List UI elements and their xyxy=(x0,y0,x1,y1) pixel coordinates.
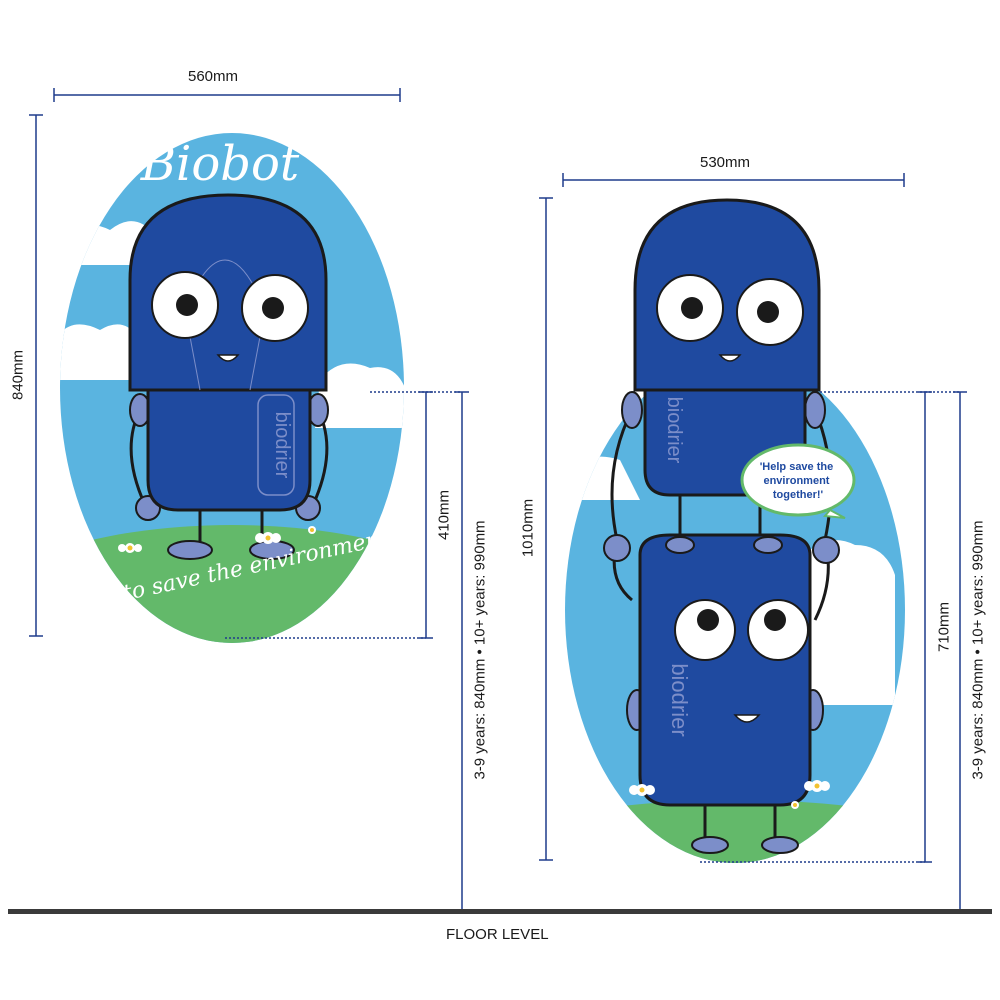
svg-text:'Help save the envir: 'Help save the environment together!' xyxy=(760,461,837,501)
upper-robot-body-text: biodrier xyxy=(663,397,685,464)
left-robot-body-text: biodrier xyxy=(271,412,293,479)
right-height-label: 1010mm xyxy=(519,498,537,558)
speech-bubble: 'Help save the environment together!' xyxy=(740,443,856,519)
upper-robot: biodrier xyxy=(621,198,826,535)
left-width-label: 560mm xyxy=(188,68,239,85)
left-robot: biodrier xyxy=(128,193,329,560)
left-sign-title: Biobot xyxy=(140,136,300,192)
floor-level-label: FLOOR LEVEL xyxy=(446,926,549,943)
flower-icon xyxy=(118,526,316,553)
speech-bubble-line: environment xyxy=(763,475,829,487)
dimension-lines xyxy=(29,88,967,911)
right-mount-height-label: 3-9 years: 840mm • 10+ years: 990mm xyxy=(969,520,987,780)
left-mount-height-label: 3-9 years: 840mm • 10+ years: 990mm xyxy=(471,520,489,780)
right-lower-label: 710mm xyxy=(935,601,953,653)
speech-bubble-line: together!' xyxy=(773,489,824,501)
cloud-shape xyxy=(800,540,895,705)
flower-icon xyxy=(629,780,830,809)
lower-robot-body-text: biodrier xyxy=(667,663,692,736)
cloud-shape xyxy=(60,324,140,380)
right-width-label: 530mm xyxy=(700,154,751,171)
right-sign: biodrier biodrier xyxy=(565,198,905,863)
left-grass xyxy=(60,525,404,643)
left-sign: biodrier Biobot help to xyxy=(60,133,404,643)
left-lower-label: 410mm xyxy=(435,489,453,541)
floor-line xyxy=(8,909,992,914)
speech-bubble-line: 'Help save the xyxy=(760,461,834,473)
left-height-label: 840mm xyxy=(9,349,27,401)
cloud-shape xyxy=(315,363,404,428)
lower-robot: biodrier xyxy=(626,533,824,854)
